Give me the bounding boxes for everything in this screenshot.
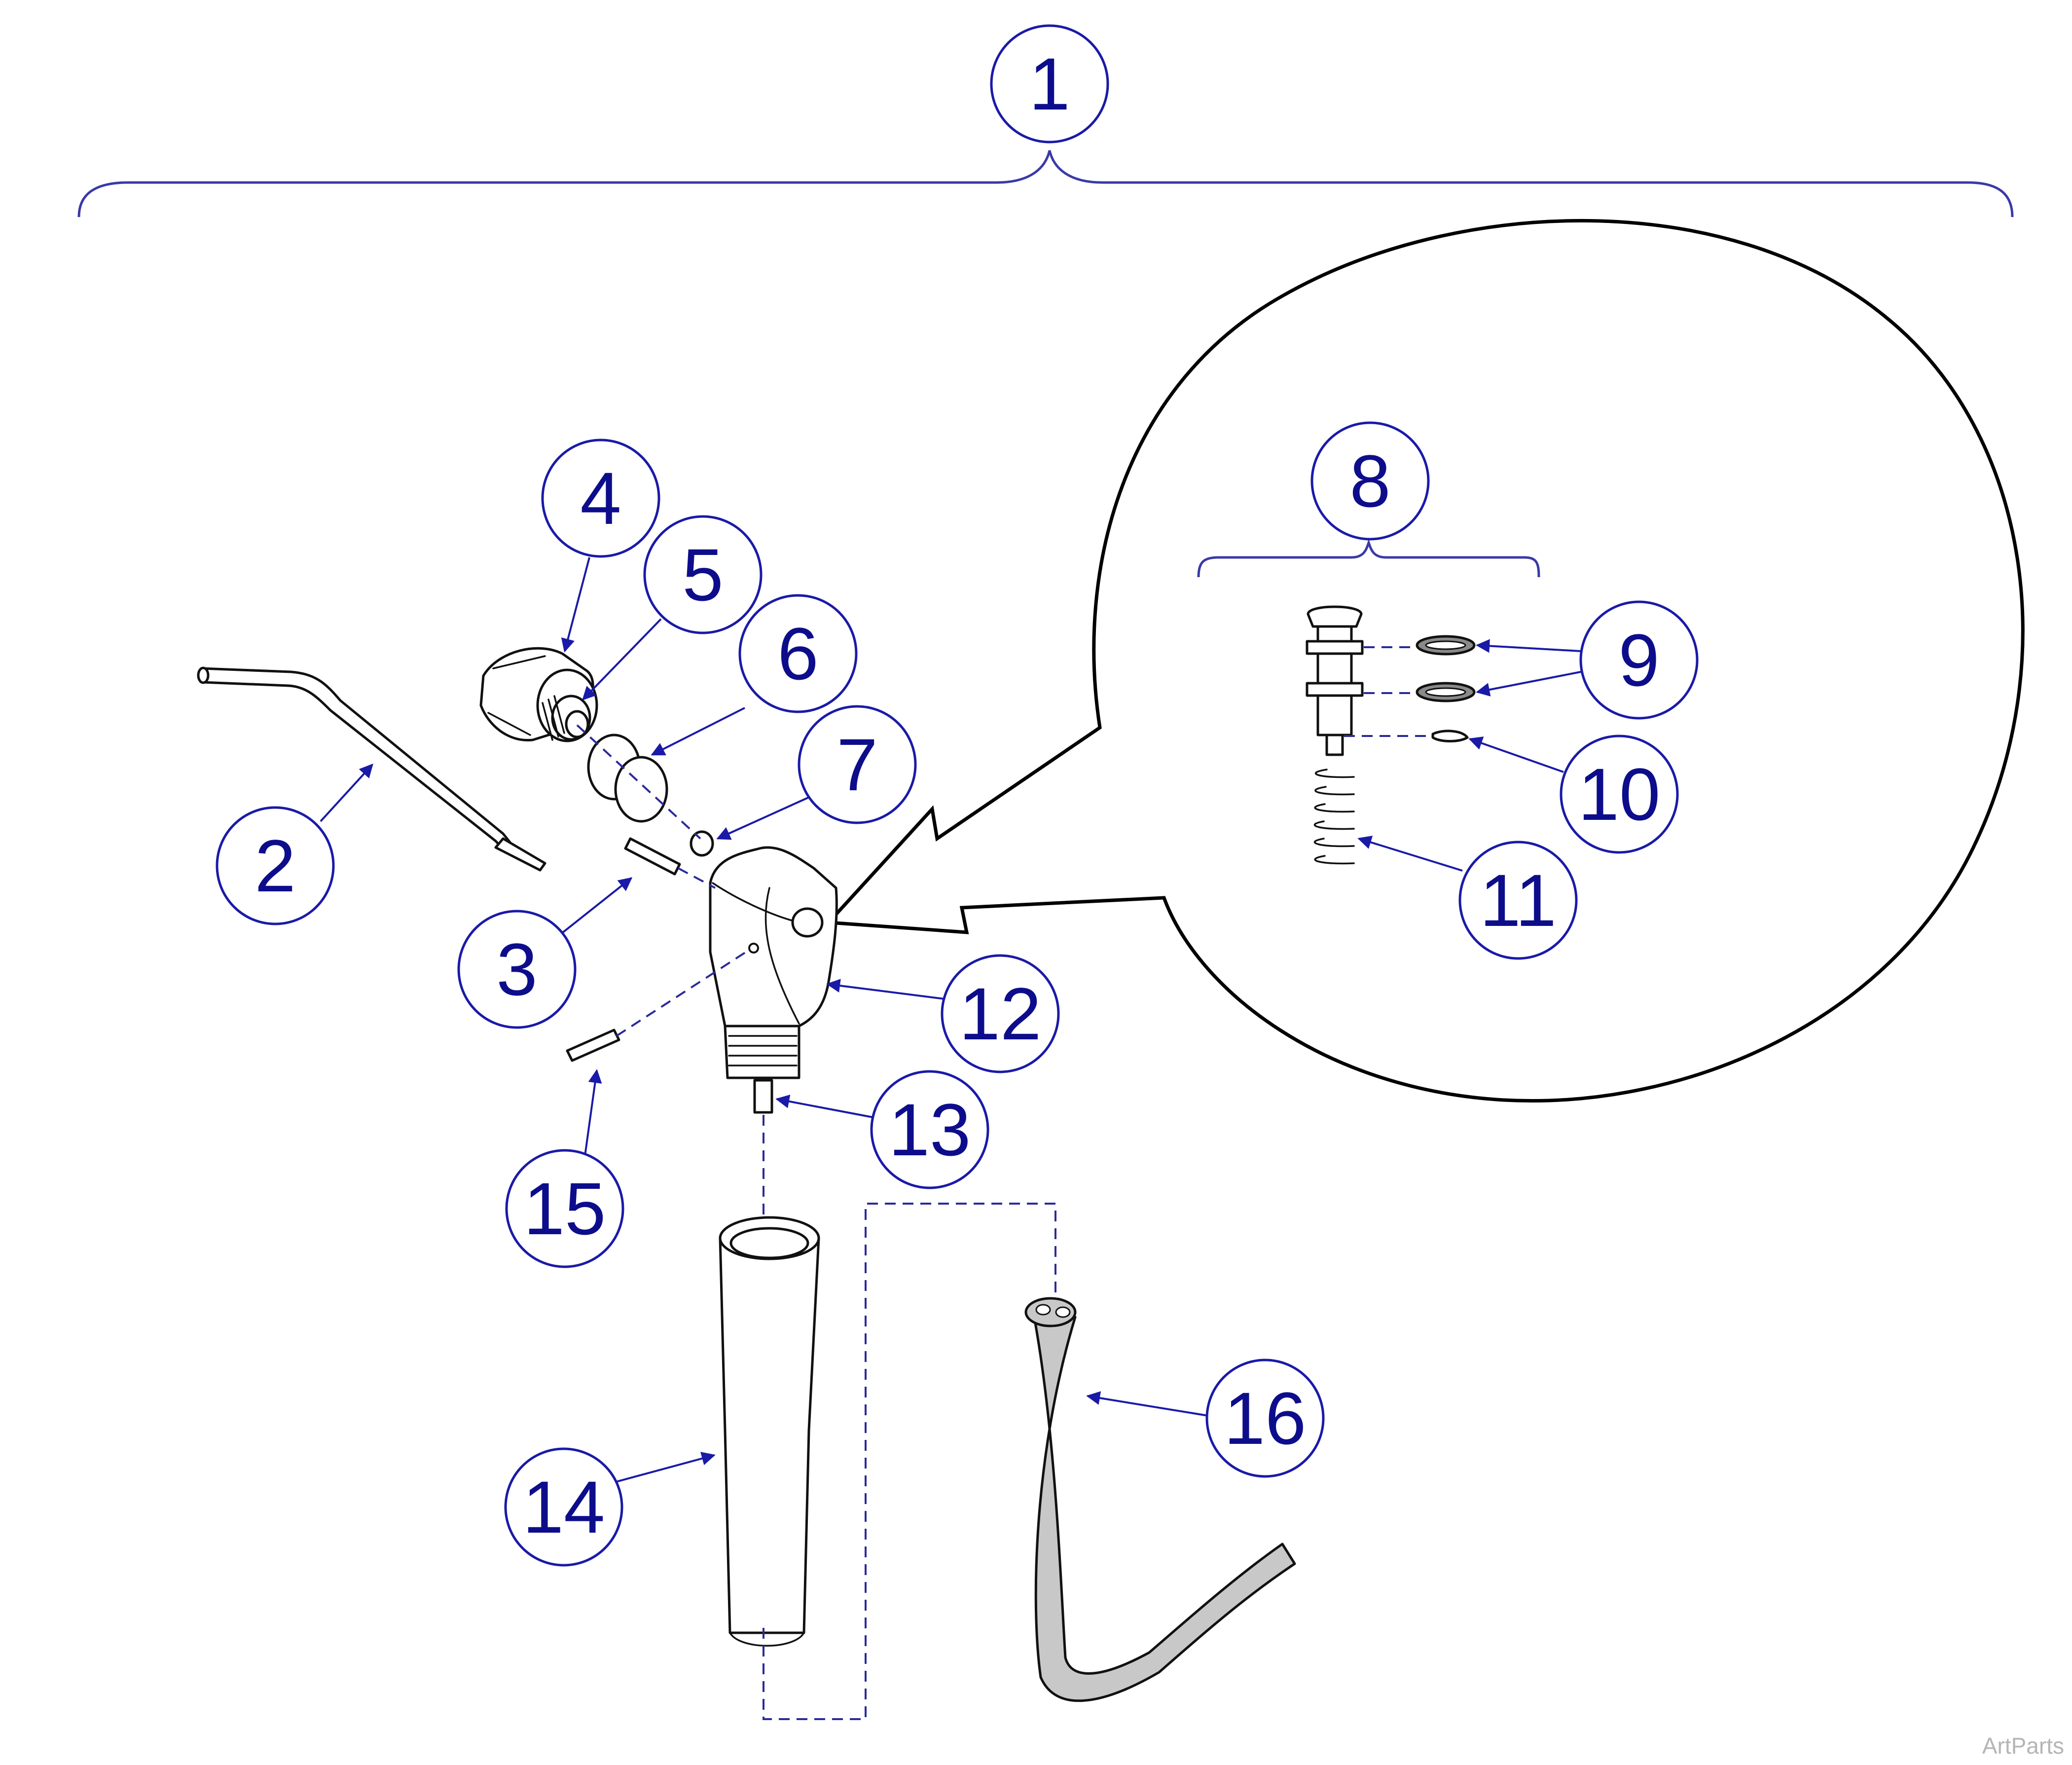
- leader-13: [775, 1094, 873, 1118]
- callout-9: 9: [1579, 600, 1699, 720]
- callout-number: 5: [682, 533, 723, 616]
- callout-8: 8: [1310, 421, 1430, 541]
- callout-number: 8: [1349, 440, 1390, 522]
- leader-3: [559, 877, 633, 936]
- syringe-handle-part: [719, 1216, 820, 1647]
- leader-5: [582, 618, 662, 701]
- retaining-clip-part: [1431, 730, 1469, 742]
- assembly-line-nut: [576, 724, 701, 840]
- subassembly-bracket: [1197, 539, 1540, 578]
- leader-2: [320, 763, 373, 822]
- leader-16: [1086, 1391, 1209, 1417]
- callout-number: 1: [1029, 42, 1070, 125]
- detail-magnifier-bubble: [825, 219, 2025, 1103]
- leader-10: [1468, 736, 1564, 773]
- assembly-bracket: [77, 150, 2014, 218]
- hose-nipple-part: [753, 1079, 773, 1114]
- callout-5: 5: [643, 515, 763, 634]
- pin-part: [624, 837, 681, 876]
- stem-o-rings-part: [1416, 635, 1476, 702]
- leader-9a: [1476, 639, 1581, 653]
- syringe-head-part: [709, 846, 838, 1079]
- callout-14: 14: [504, 1447, 623, 1567]
- leader-12: [826, 979, 945, 1000]
- tubing-hose-part: [1024, 1297, 1296, 1702]
- callout-number: 6: [777, 612, 818, 695]
- o-rings-part: [587, 734, 668, 823]
- assembly-line-pin-15: [616, 949, 751, 1037]
- callout-number: 4: [580, 457, 621, 540]
- callout-number: 2: [254, 824, 295, 907]
- leader-11: [1357, 836, 1463, 872]
- callout-number: 9: [1618, 619, 1659, 701]
- assembly-line-handle-hose: [763, 1203, 1056, 1720]
- assembly-line-pin-3: [678, 867, 716, 889]
- callout-number: 15: [524, 1167, 606, 1250]
- leader-14: [614, 1452, 716, 1483]
- callout-number: 10: [1578, 753, 1661, 836]
- callout-15: 15: [505, 1149, 624, 1268]
- callout-number: 16: [1224, 1377, 1307, 1460]
- spring-part: [1313, 769, 1355, 865]
- callout-number: 11: [1480, 859, 1557, 942]
- callout-16: 16: [1205, 1359, 1325, 1478]
- valve-stem-part: [1306, 605, 1364, 756]
- callout-1: 1: [990, 24, 1109, 144]
- leader-7: [716, 791, 822, 840]
- roll-pin-part: [566, 1029, 620, 1062]
- leader-15: [583, 1069, 602, 1160]
- syringe-tip-part: [197, 666, 546, 872]
- callout-number: 12: [959, 972, 1042, 1055]
- callout-2: 2: [216, 806, 335, 925]
- leader-9b: [1476, 671, 1581, 697]
- callout-number: 3: [496, 928, 537, 1011]
- callout-6: 6: [738, 594, 858, 713]
- callout-number: 14: [523, 1466, 605, 1548]
- callout-13: 13: [870, 1070, 989, 1189]
- callout-4: 4: [541, 439, 660, 558]
- leader-6: [651, 707, 745, 756]
- callout-7: 7: [798, 705, 917, 824]
- callout-number: 13: [889, 1088, 971, 1171]
- leader-4: [561, 557, 590, 653]
- watermark-text: ArtParts: [1982, 1733, 2064, 1759]
- callout-10: 10: [1560, 735, 1679, 854]
- small-o-ring-part: [690, 830, 714, 857]
- callout-number: 7: [836, 723, 877, 806]
- callout-12: 12: [941, 954, 1060, 1073]
- callout-3: 3: [457, 910, 577, 1029]
- callout-11: 11: [1458, 841, 1578, 960]
